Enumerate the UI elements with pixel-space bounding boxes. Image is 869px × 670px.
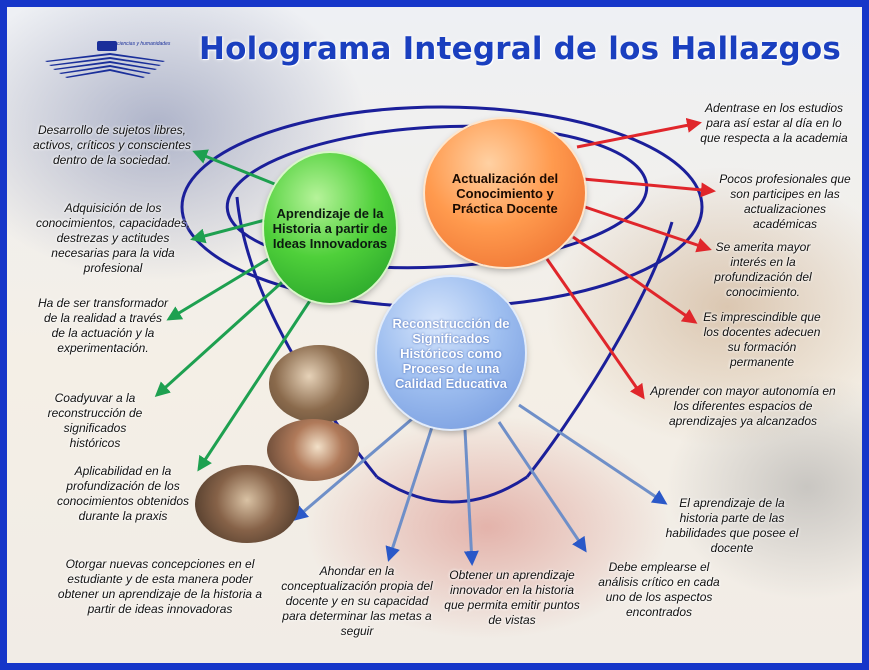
red-arrow-4 <box>572 235 698 324</box>
red-arrow-1 <box>576 117 702 149</box>
node-reconstruccion-significados: Reconstrucción de Significados Histórico… <box>377 277 525 429</box>
red-arrow-5 <box>545 258 645 400</box>
green-arrow-5 <box>197 292 317 472</box>
red-arrow-2 <box>582 177 716 198</box>
left-item-5: Aplicabilidad en la profundización de lo… <box>56 464 190 523</box>
green-arrow-4 <box>154 273 292 398</box>
right-item-4: Es imprescindible que los docentes adecu… <box>703 310 821 369</box>
photo-classroom <box>267 419 359 481</box>
bottom-item-5: El aprendizaje de la historia parte de l… <box>665 496 799 555</box>
blue-arrow-3 <box>463 429 479 566</box>
green-arrow-1 <box>192 149 278 187</box>
diagram-title: Holograma Integral de los Hallazgos <box>199 31 842 67</box>
right-item-5: Aprender con mayor autonomía en los dife… <box>650 384 836 428</box>
green-arrow-3 <box>166 253 276 321</box>
funnel-right <box>525 221 674 478</box>
logo-text: ciencias y humanidades <box>117 41 171 47</box>
left-item-2: Adquisición de los conocimientos, capaci… <box>35 201 191 275</box>
node-aprendizaje-historia: Aprendizaje de la Historia a partir de I… <box>264 153 396 303</box>
photo-students <box>195 465 299 543</box>
blue-arrow-1 <box>292 417 413 521</box>
green-arrow-2 <box>190 217 270 244</box>
blue-arrow-2 <box>385 426 434 562</box>
node-actualizacion-conocimiento: Actualización del Conocimiento y Práctic… <box>425 119 585 267</box>
blue-arrow-4 <box>497 421 587 553</box>
right-item-1: Adentrase en los estudios para así estar… <box>700 101 848 145</box>
bottom-item-1: Otorgar nuevas concepciones en el estudi… <box>57 557 263 616</box>
left-item-1: Desarrollo de sujetos libres, activos, c… <box>32 123 192 167</box>
bottom-item-2: Ahondar en la conceptualización propia d… <box>281 564 433 638</box>
bottom-item-3: Obtener un aprendizaje innovador en la h… <box>444 568 580 627</box>
right-item-3: Se amerita mayor interés en la profundiz… <box>714 240 812 299</box>
funnel-bottom <box>376 475 528 504</box>
logo-icon <box>45 41 165 78</box>
left-item-4: Coadyuvar a la reconstrucción de signifi… <box>47 391 143 450</box>
blue-arrow-5 <box>518 403 668 505</box>
left-item-3: Ha de ser transformador de la realidad a… <box>37 296 169 355</box>
red-arrow-3 <box>584 205 712 253</box>
bottom-item-4: Debe emplearse el análisis crítico en ca… <box>598 560 720 619</box>
right-item-2: Pocos profesionales que son participes e… <box>719 172 851 231</box>
photo-teachers <box>269 345 369 423</box>
